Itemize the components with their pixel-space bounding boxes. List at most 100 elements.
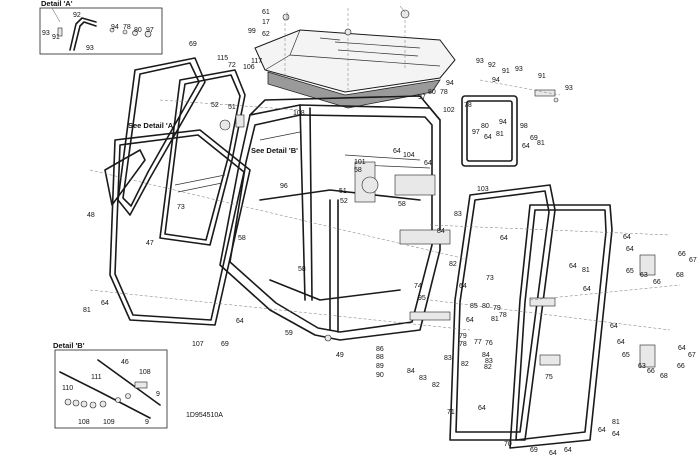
callout-label: 104 (403, 152, 415, 159)
callout-label: 115 (217, 55, 228, 62)
callout-label: 117 (251, 58, 262, 65)
callout-label: 109 (103, 419, 115, 426)
callout-label: 66 (647, 368, 655, 375)
callout-label: 81 (83, 307, 91, 314)
callout-label: 61 (262, 9, 270, 16)
callout-label: 64 (101, 300, 109, 307)
right-top-window (461, 89, 559, 167)
callout-label: 64 (617, 339, 625, 346)
callout-label: 66 (678, 251, 686, 258)
callout-label: 84 (437, 228, 445, 235)
callout-label: 92 (488, 62, 496, 69)
callout-label: 64 (478, 405, 486, 412)
callout-label: 107 (192, 341, 204, 348)
detail-b-frame (54, 349, 168, 429)
callout-label: 86 (376, 346, 384, 353)
callout-label: 64 (549, 450, 557, 457)
callout-label: 64 (623, 234, 631, 241)
callout-label: 82 (432, 382, 440, 389)
callout-label: 97 (146, 27, 154, 34)
callout-label: 99 (248, 28, 256, 35)
callout-label: 65 (622, 352, 630, 359)
callout-label: 80 (482, 303, 490, 310)
callout-label: 78 (459, 341, 467, 348)
callout-label: 91 (52, 34, 60, 41)
callout-label: 67 (689, 257, 697, 264)
callout-label: 83 (419, 375, 427, 382)
callout-label: 95 (418, 295, 426, 302)
callout-label: 98 (520, 123, 528, 130)
callout-label: 58 (298, 266, 306, 273)
callout-label: 64 (522, 143, 530, 150)
right-door-panels (409, 184, 656, 449)
callout-label: 64 (598, 427, 606, 434)
cab-roof (254, 8, 456, 109)
callout-label: 82 (484, 364, 492, 371)
callout-label: 46 (121, 359, 129, 366)
callout-label: 68 (660, 373, 668, 380)
callout-label: 82 (461, 361, 469, 368)
callout-label: 79 (493, 305, 501, 312)
callout-label: 65 (626, 268, 634, 275)
detail-b-hinge (59, 359, 161, 419)
callout-label: 80 (134, 27, 142, 34)
drawing-code: 1D954510A (186, 412, 223, 419)
callout-label: 81 (491, 316, 499, 323)
callout-label: 91 (502, 68, 510, 75)
callout-label: 75 (545, 374, 553, 381)
callout-label: 64 (484, 134, 492, 141)
callout-label: 81 (537, 140, 545, 147)
callout-label: 108 (293, 110, 305, 117)
callout-label: 88 (376, 354, 384, 361)
callout-label: 70 (504, 441, 512, 448)
callout-label: 64 (612, 431, 620, 438)
callout-label: 93 (565, 85, 573, 92)
callout-label: 63 (638, 363, 646, 370)
callout-label: 92 (73, 12, 81, 19)
callout-label: 84 (482, 352, 490, 359)
see-detail-b-note: See Detail 'B' (251, 146, 298, 155)
callout-label: 58 (354, 167, 362, 174)
callout-label: 64 (678, 345, 686, 352)
callout-label: 82 (449, 261, 457, 268)
detail-a-handle (57, 17, 152, 51)
callout-label: 17 (262, 19, 270, 26)
callout-label: 80 (428, 89, 436, 96)
callout-label: 63 (640, 272, 648, 279)
callout-label: 81 (496, 131, 504, 138)
callout-label: 102 (443, 107, 455, 114)
callout-label: 69 (530, 135, 538, 142)
callout-label: 94 (499, 119, 507, 126)
leader-lines (51, 5, 681, 331)
callout-label: 72 (228, 62, 236, 69)
callout-label: 58 (238, 235, 246, 242)
callout-label: 78 (464, 102, 472, 109)
callout-label: 94 (492, 77, 500, 84)
callout-label: 64 (500, 235, 508, 242)
callout-label: 81 (582, 267, 590, 274)
callout-label: 64 (610, 323, 618, 330)
callout-label: 97 (418, 94, 426, 101)
callout-label: 76 (485, 340, 493, 347)
callout-label: 49 (336, 352, 344, 359)
callout-label: 80 (481, 123, 489, 130)
callout-label: 108 (78, 419, 90, 426)
callout-label: 108 (139, 369, 151, 376)
callout-label: 47 (146, 240, 154, 247)
callout-label: 64 (236, 318, 244, 325)
callout-label: 94 (111, 24, 119, 31)
callout-label: 48 (87, 212, 95, 219)
callout-label: 69 (221, 341, 229, 348)
callout-label: 79 (459, 333, 467, 340)
callout-label: 64 (583, 286, 591, 293)
callout-label: 62 (262, 31, 270, 38)
callout-label: 90 (376, 372, 384, 379)
callout-label: 93 (42, 30, 50, 37)
callout-label: 93 (515, 66, 523, 73)
callout-label: 51 (339, 188, 347, 195)
callout-label: 78 (499, 312, 507, 319)
callout-label: 64 (569, 263, 577, 270)
callout-label: 64 (466, 317, 474, 324)
